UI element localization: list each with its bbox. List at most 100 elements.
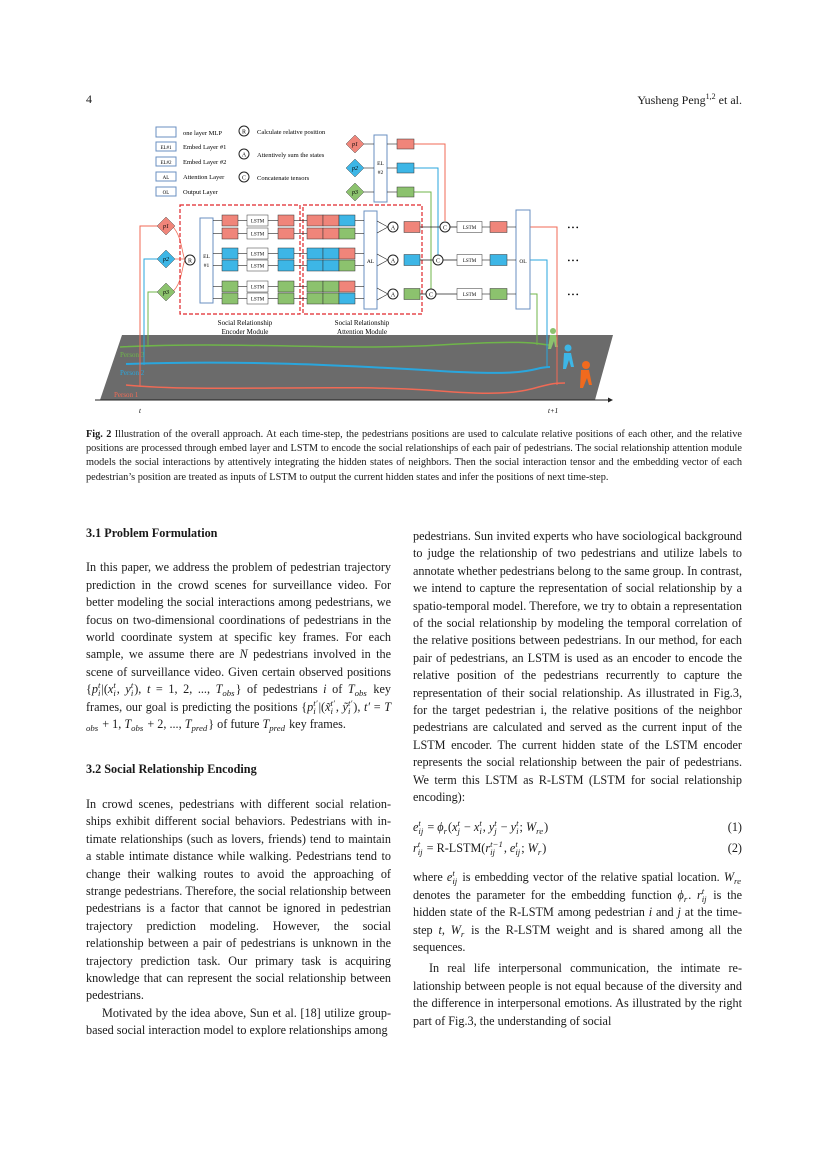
math-symbol: e bbox=[413, 819, 419, 834]
ellipsis: • • • bbox=[568, 257, 579, 265]
math-script: t′i bbox=[330, 697, 335, 716]
math-symbol: T bbox=[262, 717, 270, 732]
paragraph: Motivated by the idea above, Sun et al. … bbox=[86, 1005, 391, 1038]
math-symbol: r bbox=[413, 840, 418, 855]
hidden-state-box bbox=[489, 254, 508, 266]
math-symbol: t bbox=[438, 922, 442, 937]
social-tensor-H-box bbox=[403, 221, 421, 233]
road-surface bbox=[100, 335, 613, 400]
running-header: Yusheng Peng1,2 et al. bbox=[637, 92, 742, 108]
legend-mlp-box bbox=[155, 126, 177, 138]
math-script: r bbox=[683, 893, 688, 904]
legend-label: Calculate relative position bbox=[257, 129, 326, 136]
math-script: obs bbox=[131, 723, 144, 734]
encoder-module-label: Social Relationship bbox=[218, 319, 273, 327]
math-symbol: W bbox=[527, 840, 538, 855]
math-symbol: e bbox=[509, 840, 516, 855]
r-lstm-box-label: LSTM bbox=[251, 220, 265, 225]
math-symbol: N bbox=[239, 647, 248, 662]
position-embedding-box bbox=[396, 162, 415, 174]
lstm-box-label: LSTM bbox=[463, 226, 477, 231]
embed-layer-1 bbox=[199, 217, 214, 304]
hidden-h-neighbor-box bbox=[338, 292, 356, 305]
ellipsis: • • • bbox=[568, 291, 579, 299]
math-symbol: r bbox=[485, 840, 491, 855]
walking-person-green-icon bbox=[548, 328, 558, 349]
page-number: 4 bbox=[86, 92, 92, 106]
embedding-e-box bbox=[221, 227, 239, 240]
person-3-label: Person 3 bbox=[120, 351, 145, 359]
op-symbol: A bbox=[391, 293, 396, 299]
encoder-module-label: Encoder Module bbox=[222, 328, 269, 336]
r-lstm-box-label: LSTM bbox=[251, 298, 265, 303]
math-symbol: x̃ bbox=[325, 699, 331, 714]
person-1-label: Person 1 bbox=[114, 391, 139, 399]
hidden-h-neighbor-box bbox=[338, 280, 356, 293]
op-symbol: C bbox=[443, 226, 447, 232]
op-symbol: C bbox=[429, 293, 433, 299]
svg-text:OL: OL bbox=[519, 259, 527, 265]
math-symbol: ϕ bbox=[677, 887, 684, 902]
hidden-h-neighbor-box bbox=[338, 247, 356, 260]
lstm-box-label: LSTM bbox=[463, 259, 477, 264]
social-tensor-H-box bbox=[403, 288, 421, 300]
r-lstm-box-label: LSTM bbox=[251, 286, 265, 291]
paragraph: In crowd scenes, pedestrians with differ… bbox=[86, 796, 391, 1003]
math-symbol: y bbox=[510, 819, 517, 834]
equation-number: (2) bbox=[727, 840, 742, 855]
trajectory-person-3 bbox=[119, 341, 551, 348]
math-symbol: x bbox=[452, 819, 458, 834]
embedding-e-box bbox=[221, 280, 239, 293]
encoder-module-box bbox=[179, 204, 301, 315]
walking-person-orange-icon bbox=[580, 361, 592, 388]
math-symbol: t bbox=[146, 682, 151, 697]
trajectory-person-1 bbox=[125, 382, 566, 394]
attention-sum-op bbox=[387, 254, 399, 266]
attention-sum-op bbox=[387, 288, 399, 300]
ellipsis: • • • bbox=[568, 224, 579, 232]
hidden-h-neighbor-box bbox=[338, 214, 356, 227]
attention-layer bbox=[363, 210, 378, 310]
legend-box-label: EL#1 bbox=[160, 146, 172, 151]
math-script: t′i bbox=[347, 697, 353, 716]
right-column: pedestrians. Sun invited experts who hav… bbox=[413, 528, 742, 1030]
math-script: re bbox=[734, 876, 742, 887]
legend-label: Output Layer bbox=[183, 189, 219, 196]
math-symbol: ỹ bbox=[342, 699, 348, 714]
section-heading-3-1: 3.1 Problem Formulation bbox=[86, 526, 218, 540]
math-symbol: T bbox=[347, 682, 355, 697]
math-symbol: i bbox=[323, 682, 327, 697]
math-script: r bbox=[460, 928, 465, 939]
math-symbol: p bbox=[91, 682, 98, 697]
embed-layer-2 bbox=[373, 134, 388, 203]
position-embedding-box bbox=[396, 138, 415, 150]
math-symbol: W bbox=[450, 922, 461, 937]
person-2-label: Person 2 bbox=[120, 369, 145, 377]
author: Yusheng Peng bbox=[637, 93, 706, 107]
math-script: re bbox=[536, 825, 544, 836]
hidden-h-box bbox=[322, 247, 340, 260]
pedestrian-diamonds: p1 p2 p3 p1 p2 p3 bbox=[156, 134, 365, 302]
svg-text:AL: AL bbox=[367, 259, 375, 265]
legend-label: Concatenate tensors bbox=[257, 175, 310, 182]
relation-r-box bbox=[306, 214, 324, 227]
math-symbol: x bbox=[473, 819, 480, 834]
r-lstm-box-label: LSTM bbox=[251, 265, 265, 270]
paragraph: In this paper, we address the problem of… bbox=[86, 560, 392, 734]
math-symbol: r bbox=[696, 887, 702, 902]
math-symbol: T bbox=[384, 699, 391, 714]
math-script: pred bbox=[191, 723, 208, 734]
legend-label: Embed Layer #2 bbox=[183, 159, 226, 166]
math-script: r bbox=[537, 846, 542, 857]
math-script: t′i bbox=[313, 697, 318, 716]
caption-label: Fig. 2 bbox=[86, 429, 112, 440]
legend-label: Attention Layer bbox=[183, 174, 225, 181]
svg-text:p3: p3 bbox=[351, 190, 358, 196]
